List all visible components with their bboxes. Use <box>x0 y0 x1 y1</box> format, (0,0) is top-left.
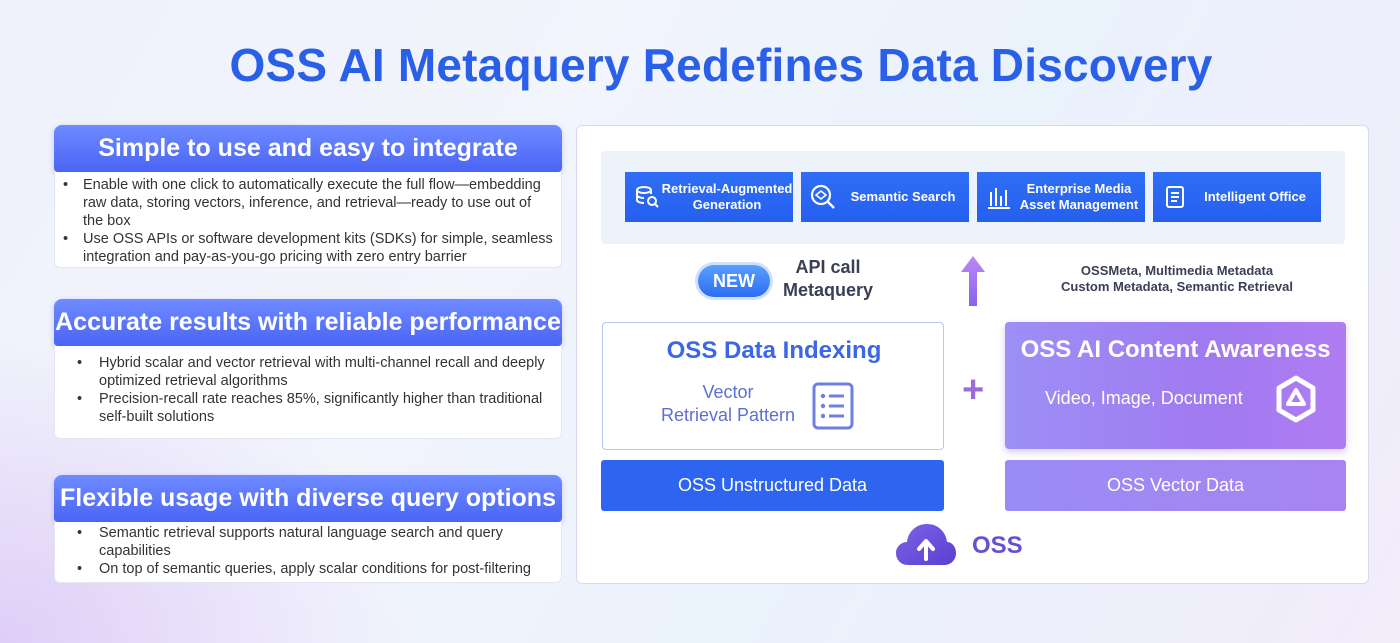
feature-bullet: Hybrid scalar and vector retrieval with … <box>71 354 553 390</box>
awareness-subtitle: Video, Image, Document <box>1045 388 1243 408</box>
cloud-upload-icon <box>894 519 958 574</box>
scenario-label: Semantic Search <box>850 189 956 204</box>
feature-card-simple: Simple to use and easy to integrate Enab… <box>54 125 562 268</box>
metadata-line2: Custom Metadata, Semantic Retrieval <box>1061 279 1293 294</box>
feature-heading: Flexible usage with diverse query option… <box>54 475 562 522</box>
feature-body: Enable with one click to automatically e… <box>54 172 562 268</box>
data-indexing-box: OSS Data Indexing Vector Retrieval Patte… <box>602 322 944 450</box>
unstructured-data-bar: OSS Unstructured Data <box>601 460 944 511</box>
scenario-strip: Retrieval-Augmented Generation Semantic … <box>601 151 1345 244</box>
scenario-semantic-search: Semantic Search <box>801 172 969 222</box>
content-awareness-box: OSS AI Content Awareness Video, Image, D… <box>1005 322 1346 449</box>
architecture-panel: Retrieval-Augmented Generation Semantic … <box>576 125 1369 584</box>
ai-model-icon <box>1271 374 1321 429</box>
scenario-intelligent-office: Intelligent Office <box>1153 172 1321 222</box>
api-line1: API call <box>795 257 861 277</box>
scenario-label: Intelligent Office <box>1204 189 1306 204</box>
database-search-icon <box>633 183 661 211</box>
scenario-rag: Retrieval-Augmented Generation <box>625 172 793 222</box>
indexing-title: OSS Data Indexing <box>666 337 882 364</box>
plus-sign: + <box>962 369 985 411</box>
bar-chart-icon <box>985 183 1013 211</box>
new-badge: NEW <box>698 265 770 297</box>
feature-bullet: On top of semantic queries, apply scalar… <box>71 560 553 578</box>
feature-body: Semantic retrieval supports natural lang… <box>54 522 562 583</box>
feature-card-accurate: Accurate results with reliable performan… <box>54 299 562 439</box>
feature-bullet: Semantic retrieval supports natural lang… <box>71 524 553 560</box>
feature-heading: Accurate results with reliable performan… <box>54 299 562 346</box>
metadata-line1: OSSMeta, Multimedia Metadata <box>1080 263 1274 278</box>
feature-body: Hybrid scalar and vector retrieval with … <box>54 346 562 439</box>
feature-bullet: Enable with one click to automatically e… <box>63 176 553 230</box>
awareness-title: OSS AI Content Awareness <box>1020 336 1331 363</box>
indexing-sub1: Vector <box>702 382 754 402</box>
document-icon <box>1161 183 1189 211</box>
feature-bullet: Use OSS APIs or software development kit… <box>63 230 553 266</box>
indexing-sub2: Retrieval Pattern <box>660 405 796 425</box>
oss-label: OSS <box>972 532 1023 559</box>
indexing-subtitle: Vector Retrieval Pattern <box>639 381 817 427</box>
scenario-media-asset: Enterprise Media Asset Management <box>977 172 1145 222</box>
feature-bullet: Precision-recall rate reaches 85%, signi… <box>71 390 553 426</box>
list-document-icon <box>811 381 857 436</box>
feature-card-flexible: Flexible usage with diverse query option… <box>54 475 562 583</box>
up-arrow-icon <box>961 256 985 311</box>
magnifier-icon <box>809 183 837 211</box>
feature-heading: Simple to use and easy to integrate <box>54 125 562 172</box>
scenario-label: Enterprise Media Asset Management <box>1019 181 1139 212</box>
metadata-label: OSSMeta, Multimedia Metadata Custom Meta… <box>1017 263 1337 295</box>
page-title: OSS AI Metaquery Redefines Data Discover… <box>229 39 1213 91</box>
vector-data-bar: OSS Vector Data <box>1005 460 1346 511</box>
api-line2: Metaquery <box>782 280 874 300</box>
api-call-label: API call Metaquery <box>773 256 883 302</box>
scenario-label: Retrieval-Augmented Generation <box>661 181 793 212</box>
